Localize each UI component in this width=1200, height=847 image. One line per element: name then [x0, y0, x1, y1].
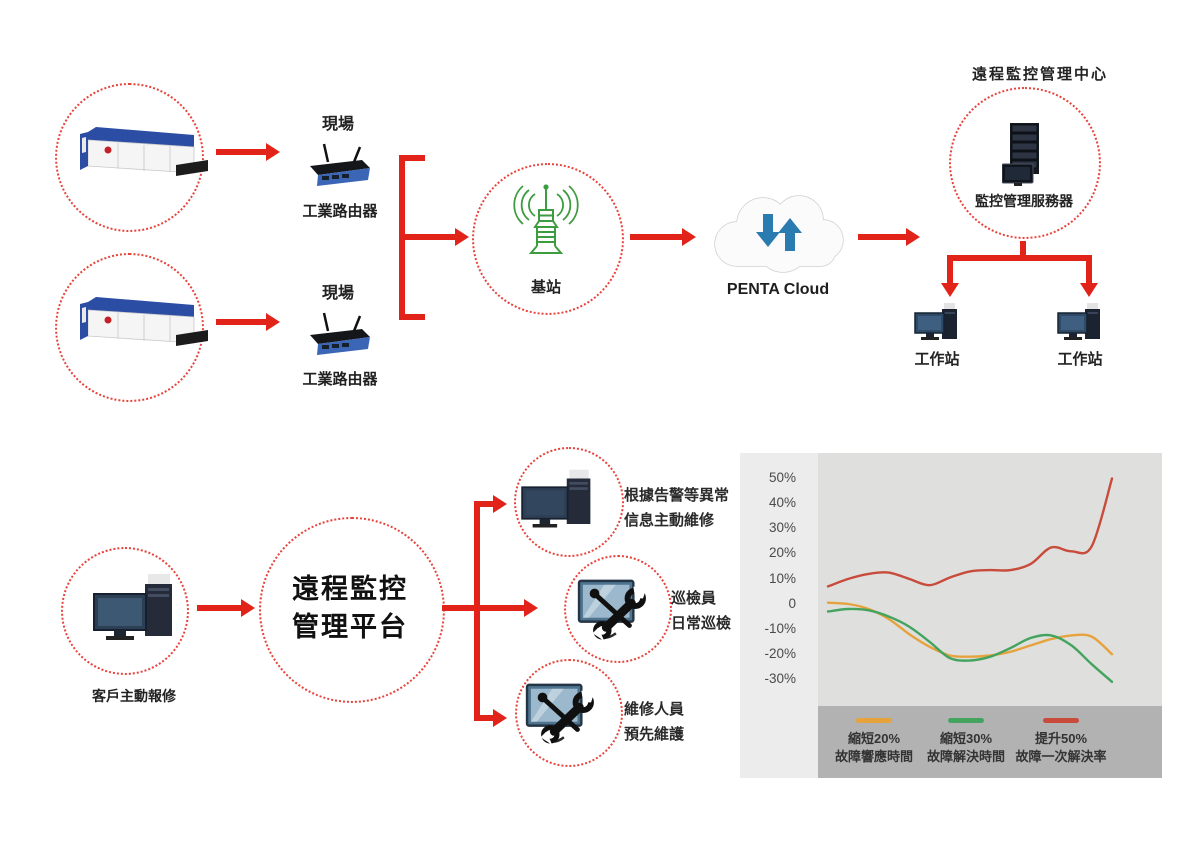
- workstation-icon: [914, 303, 957, 340]
- platform-title: 遠程監控 管理平台: [259, 570, 441, 646]
- router-label: 工業路由器: [302, 203, 378, 220]
- y-tick: 20%: [768, 545, 796, 561]
- y-tick: -30%: [764, 671, 796, 686]
- y-tick: 10%: [768, 570, 796, 586]
- site-label: 現場: [321, 116, 354, 133]
- legend-label: 縮短30%: [939, 731, 993, 746]
- bracket-line: [399, 155, 405, 320]
- legend-swatch-green: [948, 718, 984, 723]
- y-axis-labels: 50% 40% 30% 20% 10% 0 -10% -20% -30%: [740, 470, 804, 687]
- item-label: 維修人員 預先維護: [624, 697, 684, 747]
- dashed-circle: [55, 253, 204, 402]
- router-label: 工業路由器: [302, 371, 378, 388]
- dashed-circle: [55, 83, 204, 232]
- y-tick: 30%: [768, 520, 796, 536]
- platform-title-line1: 遠程監控: [292, 574, 408, 604]
- flow-arrow-head: [266, 143, 280, 161]
- branch-trunk: [474, 501, 480, 721]
- machine-icon: [80, 127, 208, 176]
- chart-plot-area: [818, 453, 1162, 706]
- dashed-circle: [949, 87, 1101, 239]
- item-label-line1: 根據告警等異常: [624, 487, 730, 504]
- flow-arrow: [474, 715, 494, 721]
- item-label-line2: 預先維護: [624, 726, 685, 743]
- item-label-line2: 信息主動維修: [624, 512, 715, 529]
- flow-arrow: [442, 605, 526, 611]
- flow-arrow-head: [493, 495, 507, 513]
- flow-arrow-head: [682, 228, 696, 246]
- legend-entry: 縮短20% 故障響應時間: [819, 718, 929, 766]
- server-icon: [1002, 123, 1039, 186]
- legend-label: 故障響應時間: [834, 749, 913, 764]
- flow-arrow-head: [455, 228, 469, 246]
- flow-arrow: [630, 234, 682, 240]
- kpi-chart-panel: 50% 40% 30% 20% 10% 0 -10% -20% -30% 縮短2…: [740, 453, 1162, 778]
- machine-icon: [80, 297, 208, 346]
- flow-arrow: [197, 605, 241, 611]
- flow-arrow: [405, 234, 455, 240]
- monitor-tools-icon: [577, 579, 647, 641]
- center-title: 遠程監控管理中心: [971, 66, 1108, 83]
- flow-arrow-head: [906, 228, 920, 246]
- line-chart: [826, 477, 1114, 683]
- chart-legend: 縮短20% 故障響應時間 縮短30% 故障解決時間 提升50% 故障一次解決率: [818, 706, 1162, 778]
- flow-arrow: [216, 319, 266, 325]
- workstation-label: 工作站: [914, 351, 960, 368]
- flow-arrow-head: [1080, 283, 1098, 297]
- monitor-tools-icon: [525, 683, 595, 745]
- connector-line: [1086, 255, 1092, 285]
- item-label: 根據告警等異常 信息主動維修: [624, 483, 729, 533]
- flow-arrow-head: [493, 709, 507, 727]
- legend-label: 縮短20%: [847, 731, 901, 746]
- item-label-line1: 巡檢員: [671, 590, 717, 607]
- platform-title-line2: 管理平台: [292, 612, 408, 642]
- y-tick: -20%: [764, 645, 796, 661]
- item-label-line2: 日常巡檢: [671, 615, 732, 632]
- cloud-icon: [714, 195, 844, 273]
- connector-line: [1020, 241, 1026, 257]
- y-tick: 40%: [768, 495, 796, 511]
- server-label: 監控管理服務器: [975, 193, 1073, 209]
- workstation-icon: [1057, 303, 1100, 340]
- legend-swatch-orange: [856, 718, 892, 723]
- dashed-circle: [61, 547, 189, 675]
- flow-arrow: [858, 234, 906, 240]
- client-pc-icon: [93, 574, 172, 640]
- router-icon: [310, 143, 370, 186]
- legend-entry: 縮短30% 故障解決時間: [911, 718, 1021, 766]
- legend-entry: 提升50% 故障一次解決率: [1006, 718, 1116, 766]
- client-label: 客戶主動報修: [92, 688, 176, 704]
- base-station-icon: [513, 184, 579, 254]
- sync-arrows-icon: [756, 214, 802, 251]
- alarm-pc-icon: [521, 469, 591, 528]
- legend-label: 故障一次解決率: [1015, 749, 1107, 764]
- workstation-label: 工作站: [1057, 351, 1103, 368]
- y-tick: 0: [788, 595, 796, 611]
- dashed-circle: [564, 555, 672, 663]
- dashed-circle: [515, 659, 623, 767]
- y-tick: -10%: [764, 620, 796, 636]
- connector-line: [947, 255, 953, 285]
- item-label-line1: 維修人員: [624, 701, 685, 718]
- dashed-circle: [514, 447, 624, 557]
- flow-arrow-head: [241, 599, 255, 617]
- flow-arrow: [216, 149, 266, 155]
- base-station-label: 基站: [530, 279, 561, 296]
- connector-line: [947, 255, 1092, 261]
- bracket-cap: [399, 155, 425, 161]
- item-label: 巡檢員 日常巡檢: [671, 586, 731, 636]
- legend-swatch-red: [1043, 718, 1079, 723]
- bracket-cap: [399, 314, 425, 320]
- legend-label: 故障解決時間: [926, 749, 1005, 764]
- legend-label: 提升50%: [1034, 731, 1088, 746]
- flow-arrow-head: [524, 599, 538, 617]
- cloud-label: PENTA Cloud: [726, 281, 830, 298]
- dashed-circle: [472, 163, 624, 315]
- flow-arrow: [474, 501, 494, 507]
- y-tick: 50%: [768, 470, 796, 485]
- flow-arrow-head: [941, 283, 959, 297]
- flow-arrow-head: [266, 313, 280, 331]
- router-icon: [310, 312, 370, 355]
- site-label: 現場: [321, 285, 354, 302]
